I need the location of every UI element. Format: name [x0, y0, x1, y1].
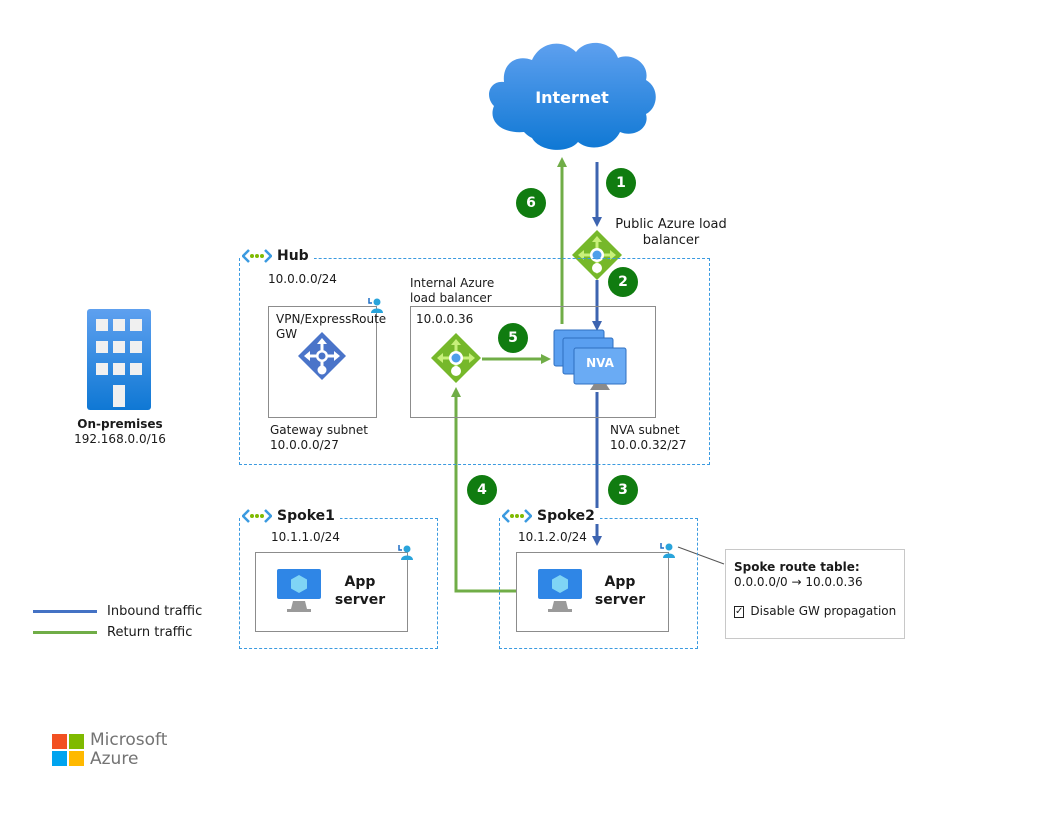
- logo-text: Microsoft Azure: [90, 730, 168, 769]
- cloud-icon: [489, 42, 656, 150]
- legend-inbound: Inbound traffic: [33, 602, 202, 620]
- spoke2-app-server-label: App server: [594, 574, 646, 608]
- on-premises-cidr: 192.168.0.0/16: [74, 432, 166, 446]
- nva-subnet-label: NVA subnet 10.0.0.32/27: [610, 423, 687, 452]
- vpn-gateway: [296, 330, 348, 382]
- step-badge-6: 6: [516, 188, 546, 218]
- spoke2-app-server-vm: [536, 567, 584, 615]
- hub-vnet: [239, 258, 710, 465]
- virtual-machine-icon: [277, 569, 321, 612]
- nva-cluster: NVA: [552, 328, 632, 394]
- vnet-icon: [242, 249, 272, 263]
- microsoft-logo-icon: [52, 734, 84, 766]
- spoke2-title: Spoke2: [500, 508, 600, 524]
- step-badge-1: 1: [606, 168, 636, 198]
- arrow-step-4: [451, 387, 516, 593]
- hub-cidr: 10.0.0.0/24: [268, 272, 337, 286]
- vpn-gateway-icon: [298, 332, 346, 380]
- spoke1-cidr: 10.1.1.0/24: [271, 530, 340, 544]
- route-table-title: Spoke route table:: [734, 560, 860, 574]
- spoke-route-table: Spoke route table: 0.0.0.0/0 → 10.0.0.36…: [725, 549, 905, 639]
- gateway-subnet: [268, 306, 377, 418]
- legend-return: Return traffic: [33, 620, 202, 644]
- public-load-balancer: [570, 228, 624, 282]
- spoke1-app-server-vm: [275, 567, 323, 615]
- spoke1-subnet: [255, 552, 408, 632]
- on-premises-title: On-premises: [77, 417, 163, 431]
- inbound-line-swatch: [33, 609, 97, 613]
- microsoft-azure-logo: Microsoft Azure: [52, 731, 167, 769]
- step-badge-2: 2: [608, 267, 638, 297]
- step-badge-3: 3: [608, 475, 638, 505]
- virtual-machine-stack-icon: [553, 329, 627, 390]
- spoke2-title-text: Spoke2: [537, 508, 595, 524]
- vnet-icon: [502, 509, 532, 523]
- on-premises-building: [87, 309, 151, 410]
- internal-lb-label: Internal Azure load balancer: [410, 276, 495, 305]
- user-permission-icon: [366, 296, 384, 318]
- step-badge-4: 4: [467, 475, 497, 505]
- user-permission-icon: [396, 543, 414, 565]
- internet-label: Internet: [535, 88, 609, 107]
- internal-load-balancer: [429, 331, 483, 385]
- hub-title: Hub: [240, 248, 314, 264]
- public-lb-label: Public Azure load balancer: [615, 217, 727, 248]
- route-table-connector: [677, 546, 725, 565]
- checkbox-checked-icon: ✓: [734, 605, 745, 618]
- legend-inbound-label: Inbound traffic: [107, 603, 203, 619]
- virtual-machine-icon: [538, 569, 582, 612]
- step-badge-5: 5: [498, 323, 528, 353]
- nva-label: NVA: [586, 356, 614, 370]
- checkbox-label: Disable GW propagation: [750, 604, 897, 618]
- spoke2-subnet: [516, 552, 669, 632]
- hub-title-text: Hub: [277, 248, 309, 264]
- spoke2-cidr: 10.1.2.0/24: [518, 530, 587, 544]
- spoke1-title-text: Spoke1: [277, 508, 335, 524]
- load-balancer-icon: [572, 230, 622, 280]
- return-line-swatch: [33, 630, 97, 634]
- nva-subnet: [410, 306, 656, 418]
- spoke1-title: Spoke1: [240, 508, 340, 524]
- internal-lb-ip: 10.0.0.36: [416, 312, 474, 326]
- load-balancer-icon: [431, 333, 481, 383]
- spoke1-app-server-label: App server: [334, 574, 386, 608]
- vnet-icon: [242, 509, 272, 523]
- gateway-subnet-label: Gateway subnet 10.0.0.0/27: [270, 423, 368, 452]
- building-icon: [87, 309, 151, 410]
- user-permission-icon: [658, 541, 676, 563]
- legend-return-label: Return traffic: [107, 624, 193, 640]
- disable-gw-propagation: ✓ Disable GW propagation: [734, 604, 896, 619]
- internet-cloud: Internet: [482, 12, 662, 157]
- gateway-label: VPN/ExpressRoute GW: [276, 312, 387, 341]
- legend: Inbound traffic Return traffic: [33, 602, 202, 644]
- route-entry: 0.0.0.0/0 → 10.0.0.36: [734, 575, 863, 589]
